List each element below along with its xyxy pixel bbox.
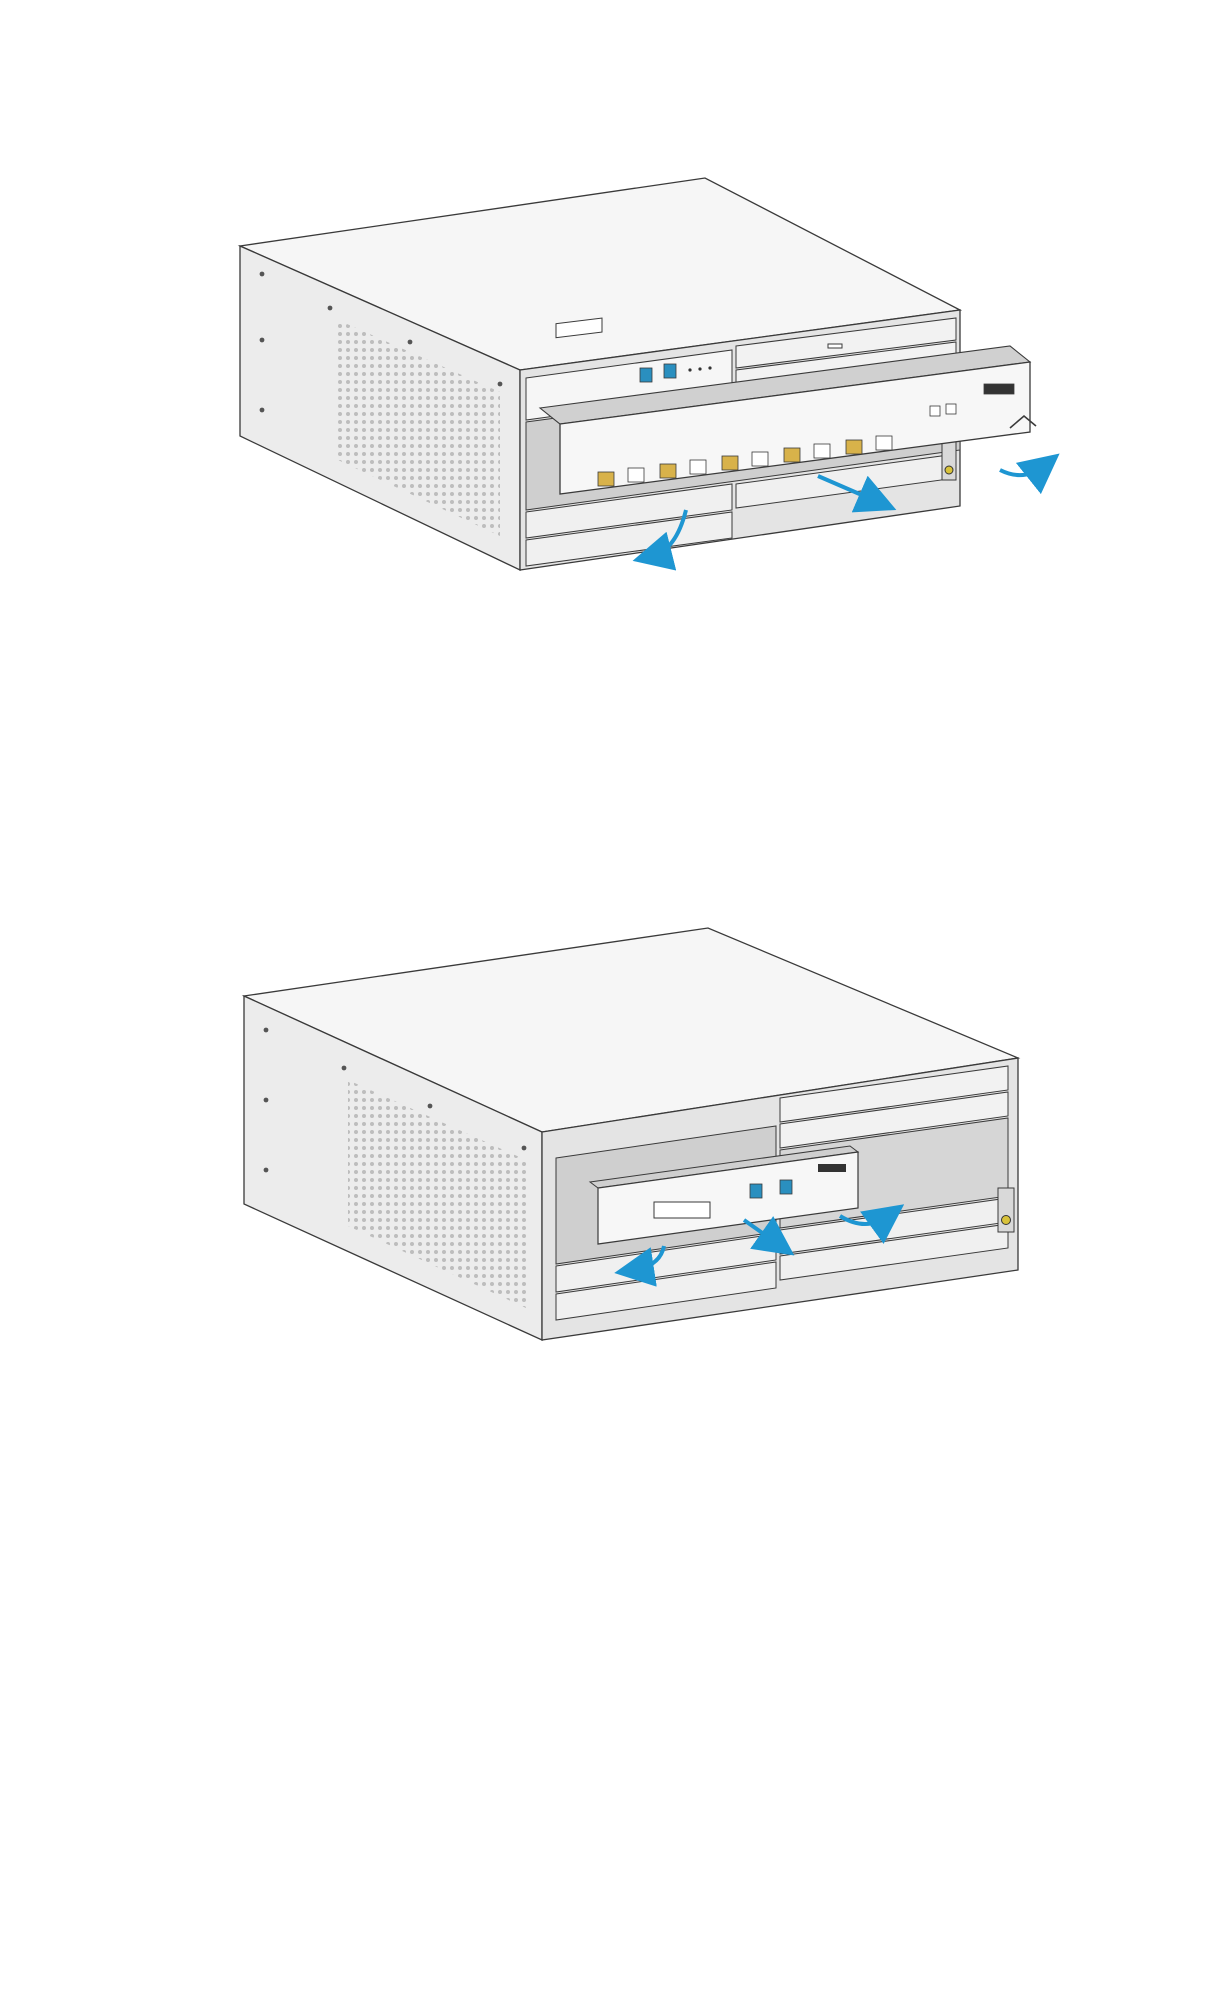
power-module: [942, 440, 956, 480]
figure-card-removal-1: [0, 170, 1224, 590]
device-illustration-1: [0, 170, 1224, 590]
ejector-lever-arrow-right: [1000, 466, 1044, 475]
figure-card-removal-2: [0, 920, 1224, 1360]
power-module: [998, 1188, 1014, 1232]
device-illustration-2: [0, 920, 1224, 1360]
